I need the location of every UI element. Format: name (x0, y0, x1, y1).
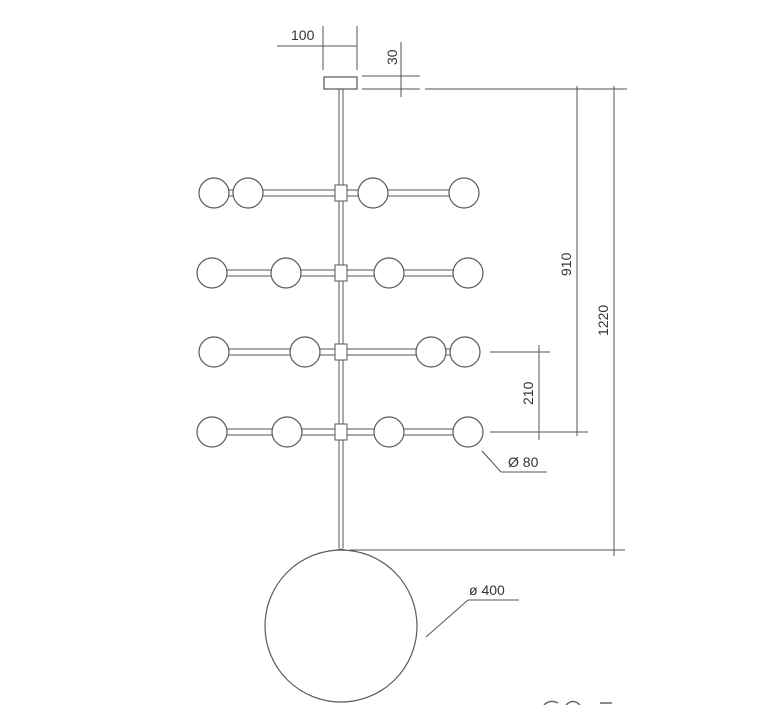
large-globe-assembly (264, 548, 418, 703)
large-globe-diameter-label: ø 400 (469, 582, 505, 598)
main-stem (338, 89, 344, 548)
small-globe (415, 336, 447, 368)
canopy-width-label: 100 (291, 27, 315, 43)
small-globe (196, 257, 228, 289)
canopy-width-dimension: 100 (277, 26, 358, 70)
arm-spacing-dimension: 210 (490, 345, 550, 440)
arm-row-3 (198, 336, 481, 368)
arm-row-2 (196, 257, 484, 289)
total-height-dimension: 1220 (350, 86, 625, 556)
small-globe-diameter-label: Ø 80 (508, 454, 539, 470)
arm-section-height-label: 910 (558, 252, 574, 276)
small-globe (452, 416, 484, 448)
small-globe (289, 336, 321, 368)
large-globe-diameter-callout: ø 400 (425, 582, 519, 638)
small-globe (373, 416, 405, 448)
total-height-label: 1220 (595, 305, 611, 336)
small-globe-diameter-callout: Ø 80 (481, 450, 547, 473)
small-globe (357, 177, 389, 209)
small-globe (449, 336, 481, 368)
small-globe (270, 257, 302, 289)
small-globe (271, 416, 303, 448)
arm-row-4 (196, 416, 484, 448)
ceiling-canopy (323, 76, 358, 90)
canopy-height-label: 30 (384, 49, 400, 65)
small-globe (373, 257, 405, 289)
large-globe (264, 549, 418, 703)
small-globe (232, 177, 264, 209)
small-globe (452, 257, 484, 289)
cropped-marking (543, 700, 612, 705)
small-globe (198, 177, 230, 209)
canopy-height-dimension: 30 (362, 42, 420, 97)
small-globe (198, 336, 230, 368)
arm-spacing-label: 210 (520, 381, 536, 405)
arm-row-1 (198, 177, 480, 209)
small-globe (448, 177, 480, 209)
small-globe (196, 416, 228, 448)
arm-section-height-dimension: 910 (425, 86, 627, 436)
